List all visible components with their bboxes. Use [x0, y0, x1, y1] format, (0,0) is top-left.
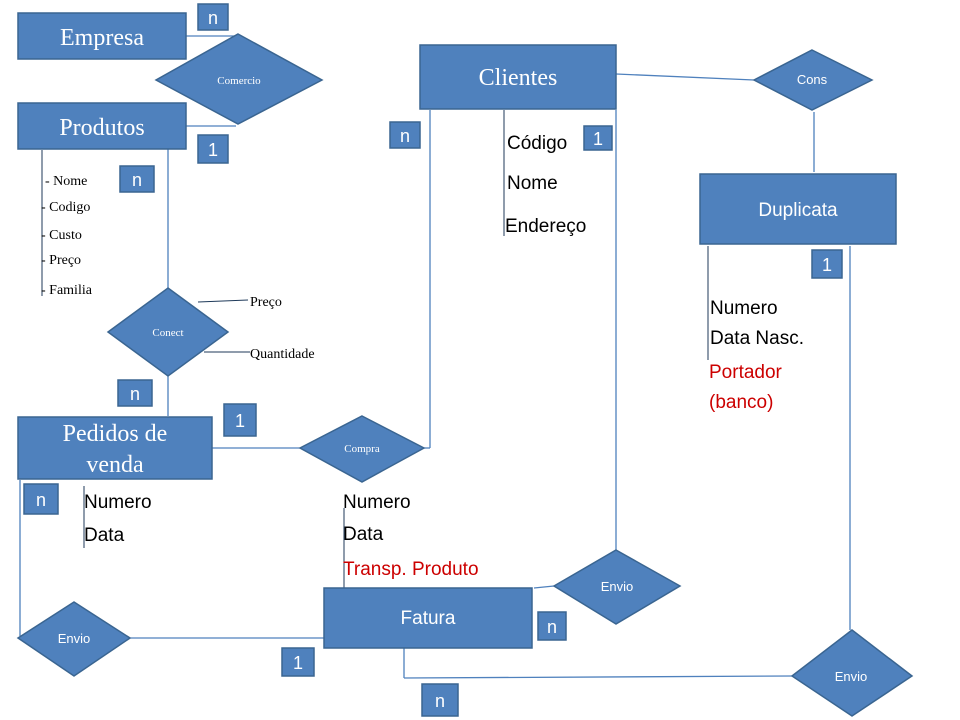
attribute-text: Preço — [250, 295, 282, 310]
entity-clientes[interactable]: Clientes — [419, 44, 617, 110]
relationship-comercio[interactable]: Comercio — [154, 33, 324, 125]
relationship-envio-mid[interactable]: Envio — [552, 549, 682, 625]
attribute-text: Numero — [84, 492, 152, 513]
cardinality-badge: 1 — [197, 134, 229, 164]
entity-label-line2: venda — [86, 452, 144, 478]
svg-text:1: 1 — [235, 411, 245, 431]
duplicata-attributes: Numero Data Nasc. Portador (banco) — [709, 298, 804, 413]
relationship-envio-right[interactable]: Envio — [790, 629, 914, 717]
relationship-label: Envio — [835, 669, 868, 684]
attribute-text: Endereço — [505, 216, 586, 237]
entity-empresa[interactable]: Empresa — [17, 12, 187, 60]
cardinality-badge: n — [119, 165, 155, 193]
svg-text:n: n — [547, 617, 557, 637]
entity-label: Produtos — [59, 115, 144, 141]
entity-fatura[interactable]: Fatura — [323, 587, 533, 649]
attribute-text: - Codigo — [41, 200, 90, 215]
attribute-text: - Preço — [41, 253, 81, 268]
cardinality-badge: 1 — [223, 403, 257, 437]
attribute-text-highlight: Transp. Produto — [343, 559, 479, 580]
attribute-text-highlight: (banco) — [709, 392, 773, 413]
attribute-text: Código — [507, 133, 567, 154]
entity-label-line1: Pedidos de — [63, 421, 168, 447]
produtos-attributes: - Nome - Codigo - Custo - Preço - Famili… — [41, 174, 93, 298]
pedidos-attributes: Numero Data — [84, 492, 152, 546]
relationship-envio-left[interactable]: Envio — [16, 601, 132, 677]
relationship-conect[interactable]: Conect — [106, 287, 230, 377]
svg-text:n: n — [400, 126, 410, 146]
cardinality-badge: n — [421, 683, 459, 717]
svg-text:1: 1 — [822, 255, 832, 275]
relationship-label: Conect — [152, 327, 183, 339]
relationship-label: Comercio — [217, 75, 261, 87]
entity-label: Empresa — [60, 25, 144, 51]
svg-text:1: 1 — [293, 653, 303, 673]
connector-lines — [19, 35, 851, 679]
attribute-text: - Custo — [41, 228, 82, 243]
relationship-label: Compra — [344, 443, 380, 455]
relationship-cons[interactable]: Cons — [752, 49, 874, 111]
conect-attributes: Preço Quantidade — [250, 295, 315, 362]
cardinality-badge: n — [117, 379, 153, 407]
cardinality-badge: 1 — [811, 249, 843, 279]
entity-label: Fatura — [401, 608, 456, 629]
cardinality-badge: 1 — [583, 125, 613, 151]
cardinality-badge: n — [389, 121, 421, 149]
relationship-compra[interactable]: Compra — [298, 415, 426, 483]
cardinality-badge: n — [197, 3, 229, 31]
attribute-text: Numero — [710, 298, 778, 319]
attribute-text: Data — [84, 525, 125, 546]
svg-text:n: n — [36, 490, 46, 510]
svg-text:n: n — [208, 8, 218, 28]
entity-label: Clientes — [479, 65, 558, 91]
relationship-label: Envio — [58, 631, 91, 646]
svg-text:n: n — [435, 691, 445, 711]
entity-produtos[interactable]: Produtos — [17, 102, 187, 150]
attribute-text: Quantidade — [250, 347, 315, 362]
relationship-label: Cons — [797, 72, 828, 87]
svg-text:n: n — [132, 170, 142, 190]
cardinality-badge: n — [23, 483, 59, 515]
entity-label: Duplicata — [758, 200, 838, 221]
svg-text:n: n — [130, 384, 140, 404]
attribute-text: - Familia — [41, 283, 93, 298]
attribute-text: - Nome — [45, 174, 87, 189]
entity-duplicata[interactable]: Duplicata — [699, 173, 897, 245]
attribute-text: Numero — [343, 492, 411, 513]
clientes-attributes: Código Nome Endereço — [505, 133, 586, 237]
svg-text:1: 1 — [208, 140, 218, 160]
entity-pedidos-de-venda[interactable]: Pedidos de venda — [17, 416, 213, 480]
attribute-text: Data — [343, 524, 384, 545]
attribute-text-highlight: Portador — [709, 362, 783, 383]
cardinality-badge: 1 — [281, 647, 315, 677]
relationship-label: Envio — [601, 579, 634, 594]
cardinality-badge: n — [537, 611, 567, 641]
attribute-text: Data Nasc. — [710, 328, 804, 349]
fatura-attributes: Numero Data Transp. Produto — [343, 492, 479, 580]
attribute-text: Nome — [507, 173, 558, 194]
svg-text:1: 1 — [593, 129, 603, 149]
